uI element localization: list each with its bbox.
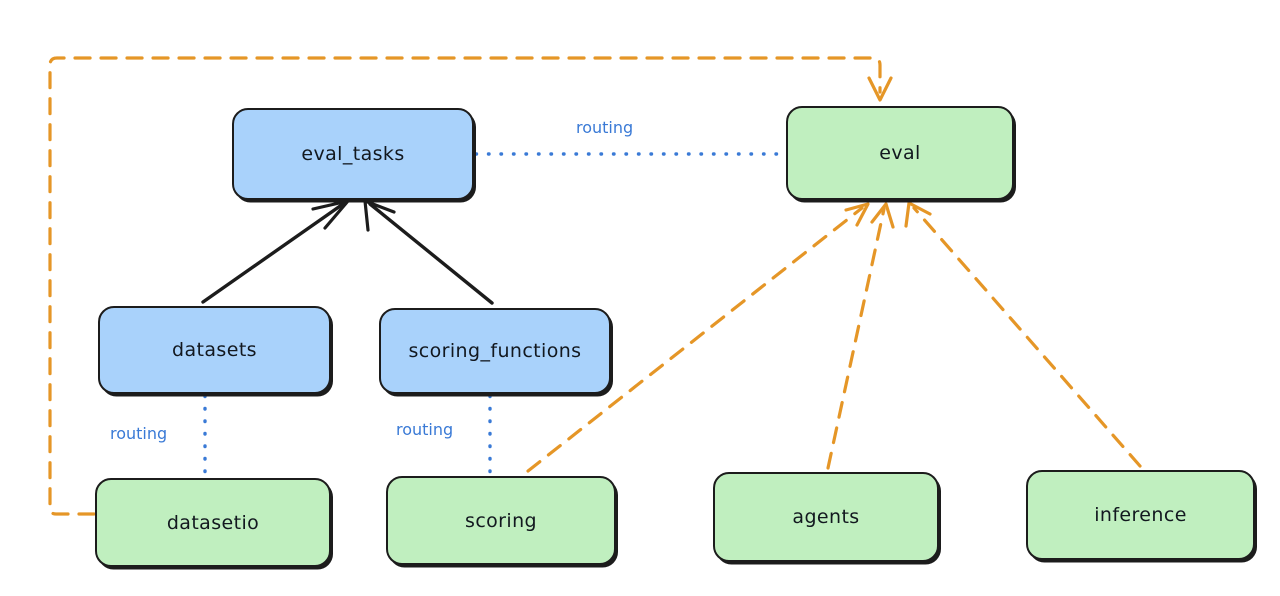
node-datasetio[interactable]: datasetio: [95, 478, 331, 567]
arrowhead-datasetio-to-eval: [867, 76, 893, 102]
node-inference[interactable]: inference: [1026, 470, 1255, 560]
edge-label-routing-datasets-datasetio: routing: [110, 424, 168, 443]
edge-datasets-to-eval-tasks: [201, 202, 345, 304]
node-eval-tasks[interactable]: eval_tasks: [232, 108, 474, 200]
arrowhead-agents-to-eval: [870, 202, 895, 229]
node-scoring-functions[interactable]: scoring_functions: [379, 308, 611, 394]
node-scoring[interactable]: scoring: [386, 476, 616, 565]
edge-label-routing-eval-tasks-eval: routing: [576, 118, 634, 137]
node-datasets[interactable]: datasets: [98, 306, 331, 394]
arrowhead-scoring-functions-to-eval-tasks: [363, 199, 396, 232]
arrowhead-scoring-to-eval: [844, 202, 870, 227]
node-eval[interactable]: eval: [786, 106, 1014, 200]
edge-scoring-functions-to-eval-tasks: [368, 202, 494, 305]
node-label-datasets: datasets: [172, 339, 257, 361]
node-label-eval: eval: [879, 142, 921, 164]
edge-label-routing-scoring-functions-scoring: routing: [396, 420, 454, 439]
node-label-inference: inference: [1094, 504, 1187, 526]
node-label-scoring: scoring: [465, 509, 537, 532]
edge-agents-to-eval: [826, 207, 886, 470]
node-label-scoring-functions: scoring_functions: [408, 340, 582, 362]
node-label-datasetio: datasetio: [166, 511, 260, 534]
arrowhead-inference-to-eval: [904, 201, 932, 228]
edge-inference-to-eval: [912, 206, 1142, 468]
node-label-agents: agents: [792, 506, 860, 528]
node-label-eval-tasks: eval_tasks: [301, 143, 405, 165]
arrowhead-datasets-to-eval-tasks: [311, 199, 350, 230]
node-agents[interactable]: agents: [713, 472, 939, 562]
